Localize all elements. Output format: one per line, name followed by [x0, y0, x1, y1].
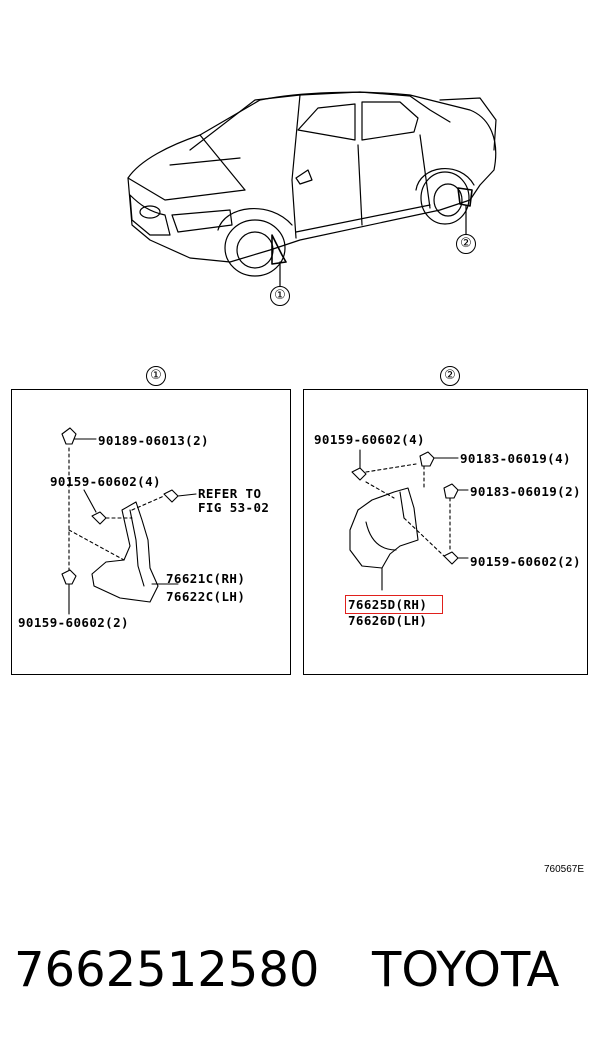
panel-1-marker: ①	[146, 366, 166, 386]
label-p2-nut-lower: 90183-06019(2)	[470, 484, 581, 499]
label-p1-refer-line2: FIG 53-02	[198, 500, 270, 515]
figure-code: 760567E	[544, 864, 585, 875]
label-p2-rh: 76625D(RH)	[348, 597, 428, 612]
panel-2: 90159-60602(4) 90183-06019(4) 90183-0601…	[303, 389, 588, 675]
label-p2-bolt-upper: 90159-60602(4)	[314, 432, 425, 447]
label-p1-top-clip: 90189-06013(2)	[98, 433, 209, 448]
panel-1-drawing	[61, 427, 197, 615]
callout-2: ②	[456, 234, 476, 254]
label-p2-bolt-lower: 90159-60602(2)	[470, 554, 581, 569]
panel-1: 90189-06013(2) 90159-60602(4) REFER TO F…	[11, 389, 291, 675]
label-p1-rh: 76621C(RH)	[166, 571, 246, 586]
label-p1-lh: 76622C(LH)	[166, 589, 246, 604]
label-p1-bolt-upper: 90159-60602(4)	[50, 474, 161, 489]
panel-2-drawing	[349, 449, 469, 591]
part-number: 7662512580	[14, 942, 320, 998]
brand: TOYOTA	[372, 942, 560, 998]
panel-2-marker: ②	[440, 366, 460, 386]
label-p2-lh: 76626D(LH)	[348, 613, 428, 628]
label-p1-bolt-lower: 90159-60602(2)	[18, 615, 129, 630]
label-p2-nut-upper: 90183-06019(4)	[460, 451, 571, 466]
highlight-box	[345, 595, 443, 614]
label-p1-refer-line1: REFER TO	[198, 486, 262, 501]
callout-1: ①	[270, 286, 290, 306]
car-illustration	[127, 91, 497, 287]
